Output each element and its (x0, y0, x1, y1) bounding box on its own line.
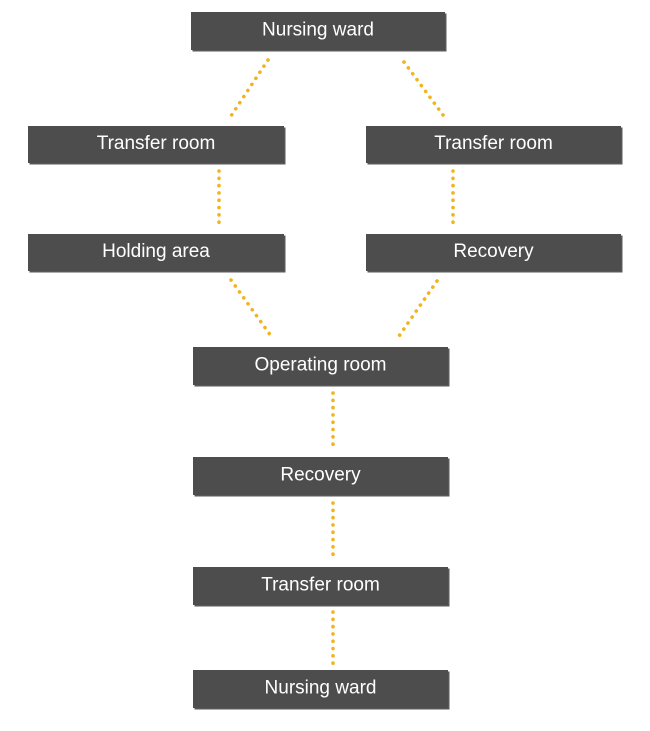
connector-holding-area-to-operating-room (229, 278, 273, 338)
node-recovery-right: Recovery (366, 234, 623, 273)
node-box (193, 670, 448, 708)
node-label: Transfer room (434, 133, 553, 154)
node-transfer-room-center: Transfer room (193, 567, 450, 607)
node-nursing-ward-bottom: Nursing ward (193, 670, 450, 710)
connector-nursing-ward-top-to-transfer-room-right (402, 60, 448, 121)
connector-layer (217, 58, 455, 666)
node-label: Transfer room (261, 575, 380, 596)
node-label: Holding area (102, 241, 210, 262)
node-box (193, 567, 448, 605)
node-operating-room: Operating room (193, 347, 450, 387)
node-box (366, 234, 621, 271)
node-box (366, 126, 621, 163)
node-label: Operating room (254, 355, 386, 376)
node-label: Transfer room (97, 133, 216, 154)
node-box (28, 126, 284, 163)
node-box (28, 234, 284, 271)
node-holding-area: Holding area (28, 234, 286, 273)
node-transfer-room-left: Transfer room (28, 126, 286, 165)
node-label: Recovery (453, 241, 534, 262)
node-nursing-ward-top: Nursing ward (191, 12, 447, 52)
node-label: Nursing ward (262, 20, 374, 41)
node-box (193, 347, 448, 385)
node-label: Nursing ward (265, 678, 377, 699)
node-box (191, 12, 445, 50)
node-recovery-center: Recovery (193, 457, 450, 497)
connector-recovery-right-to-operating-room (395, 279, 439, 341)
node-transfer-room-right: Transfer room (366, 126, 623, 165)
node-label: Recovery (280, 465, 361, 486)
node-box (193, 457, 448, 495)
connector-nursing-ward-top-to-transfer-room-left (227, 58, 270, 121)
